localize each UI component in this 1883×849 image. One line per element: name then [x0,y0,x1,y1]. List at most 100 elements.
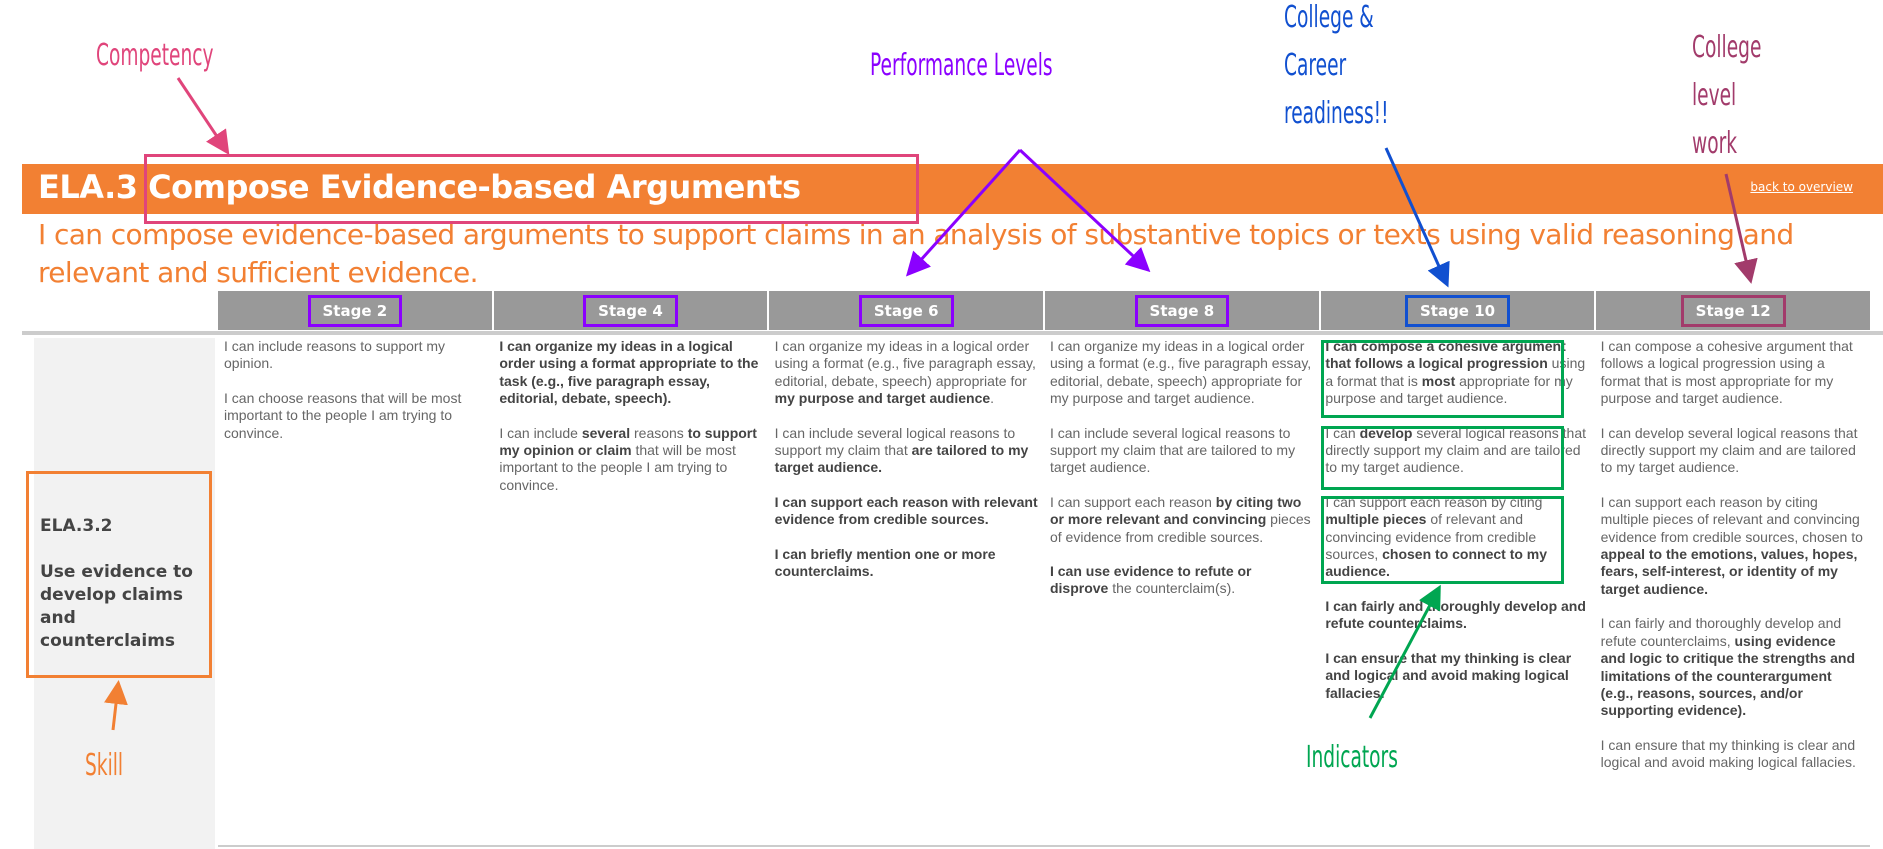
indicator-text: I can develop several logical reasons th… [1600,424,1858,476]
stage-label: Stage 8 [1134,294,1230,327]
indicator-text: that will be most important to the peopl… [499,442,736,493]
annotation-performance-levels: Performance Levels [870,48,1053,83]
indicator-emphasis: I can ensure that my thinking is clear a… [1325,649,1572,701]
indicator: I can support each reason by citing mult… [1601,494,1864,598]
stage-header-4: Stage 4 [493,291,770,330]
indicator-emphasis: several [581,424,631,441]
indicator: I can include several reasons to support… [499,425,762,495]
indicator-emphasis: my purpose and target audience [774,390,991,407]
skill-highlight-box [26,471,212,678]
indicator-text: I can include [499,424,582,441]
skill-name: Use evidence to develop claims and count… [40,562,193,651]
indicator-emphasis: most [1421,372,1456,389]
indicator-text: reasons [630,424,688,441]
indicator: I can fairly and thoroughly develop and … [1601,615,1864,719]
indicator-cell-stage-8: I can organize my ideas in a logical ord… [1044,338,1319,789]
indicator: I can compose a cohesive argument that f… [1601,338,1864,408]
indicator-text: of relevant and convincing evidence from… [1325,511,1537,563]
indicator-emphasis: using evidence and logic to critique the… [1600,632,1855,719]
annotation-college-career-3: readiness!! [1284,96,1389,131]
indicator-cell-stage-12: I can compose a cohesive argument that f… [1595,338,1870,789]
arrow-performance-left [905,148,1022,277]
indicator-text: appropriate for my purpose and target au… [1325,372,1573,407]
indicator-emphasis: appeal to the emotions, values, hopes, f… [1600,546,1858,597]
indicator-emphasis: by citing two or more relevant and convi… [1049,493,1302,528]
arrow-skill [104,680,128,731]
indicator-text: I can include several logical reasons to… [774,424,1016,459]
indicator-text: using a format that is [1325,355,1586,389]
stage-header-10: Stage 10 [1320,291,1597,330]
indicator: I can ensure that my thinking is clear a… [1601,737,1864,772]
indicator: I can fairly and thoroughly develop and … [1325,598,1588,633]
indicator-text: the counterclaim(s). [1108,580,1236,597]
indicator-emphasis: I can organize my ideas in a logical ord… [499,338,759,407]
stage-label: Stage 12 [1680,294,1786,327]
stage-header-2: Stage 2 [218,291,494,330]
row-divider [218,845,1870,847]
stage-header-6: Stage 6 [769,291,1046,330]
indicator-emphasis: chosen to connect to my audience. [1325,546,1548,580]
indicator: I can develop several logical reasons th… [1601,425,1864,477]
annotation-college-career-1: College & [1284,0,1374,35]
indicator: I can briefly mention one or more counte… [775,546,1038,581]
indicator: I can organize my ideas in a logical ord… [775,338,1038,408]
indicator-text: pieces of evidence from credible sources… [1049,511,1311,545]
annotation-indicators: Indicators [1306,740,1398,775]
indicator-cell-stage-6: I can organize my ideas in a logical ord… [769,338,1044,789]
indicator-text: I can choose reasons that will be most i… [224,389,462,441]
indicator-emphasis: I can support each reason with relevant … [774,493,1038,528]
indicator-text: I can compose a cohesive argument that f… [1600,338,1853,407]
indicator: I can include several logical reasons to… [1050,425,1313,477]
indicator-emphasis: multiple pieces [1325,511,1427,528]
stage-header-row: Stage 2 Stage 4 Stage 6 Stage 8 Stage 10… [218,291,1871,330]
arrow-college-career [1384,147,1450,288]
annotation-college-level-1: College [1692,30,1762,65]
indicator-highlight-box [1321,340,1564,418]
indicator-text: I can include reasons to support my opin… [224,338,446,372]
indicator-text: I can fairly and thoroughly develop and … [1600,615,1842,649]
annotation-skill: Skill [85,748,124,783]
stage-label: Stage 4 [583,294,678,327]
indicator: I can use evidence to refute or disprove… [1050,563,1313,598]
indicator: I can include reasons to support my opin… [224,338,487,373]
annotation-college-level-3: work [1692,126,1738,161]
indicator-text: I can include several logical reasons to… [1049,424,1296,476]
indicator-text: I can support each reason by citing mult… [1600,493,1863,545]
arrow-indicators [1368,584,1441,719]
indicator-cell-stage-10: I can compose a cohesive argument that f… [1319,338,1594,789]
stage-label: Stage 10 [1404,294,1511,327]
indicator-text: I can ensure that my thinking is clear a… [1600,736,1856,771]
competency-title: ELA.3 Compose Evidence-based Arguments [38,168,801,206]
arrow-college-level [1724,173,1758,284]
indicator-emphasis: are tailored to my target audience. [774,442,1029,476]
indicator-highlight-box [1321,426,1564,490]
indicator-emphasis: I can use evidence to refute or disprove [1049,563,1252,597]
competency-highlight-box [144,154,919,224]
indicator-highlight-box [1321,496,1564,584]
annotation-college-level-2: level [1692,78,1737,113]
stage-label: Stage 6 [858,294,954,327]
indicator: I can support each reason with relevant … [775,494,1038,529]
arrow-competency [176,77,230,155]
indicator-text: I can organize my ideas in a logical ord… [774,338,1036,389]
header-divider [22,331,1883,335]
indicator-text: I can organize my ideas in a logical ord… [1049,338,1312,407]
stage-header-8: Stage 8 [1045,291,1321,330]
indicator: I can include several logical reasons to… [775,425,1038,477]
annotation-college-career-2: Career [1284,48,1347,83]
competency-banner [22,164,1883,214]
arrow-performance-right [1018,148,1151,273]
skill-cell: ELA.3.2 Use evidence to develop claims a… [40,515,210,653]
indicator-cell-stage-4: I can organize my ideas in a logical ord… [493,338,768,789]
indicator-row: I can include reasons to support my opin… [218,338,1870,789]
indicator: I can ensure that my thinking is clear a… [1325,650,1588,702]
indicator: I can support each reason by citing two … [1050,494,1313,546]
indicator-emphasis: to support my opinion or claim [499,424,757,459]
back-to-overview-link[interactable]: back to overview [1750,180,1853,194]
indicator: I can organize my ideas in a logical ord… [499,338,762,408]
indicator-cell-stage-2: I can include reasons to support my opin… [218,338,493,789]
indicator: I can choose reasons that will be most i… [224,390,487,442]
indicator-emphasis: I can fairly and thoroughly develop and … [1325,597,1586,632]
skill-code: ELA.3.2 [40,516,113,536]
